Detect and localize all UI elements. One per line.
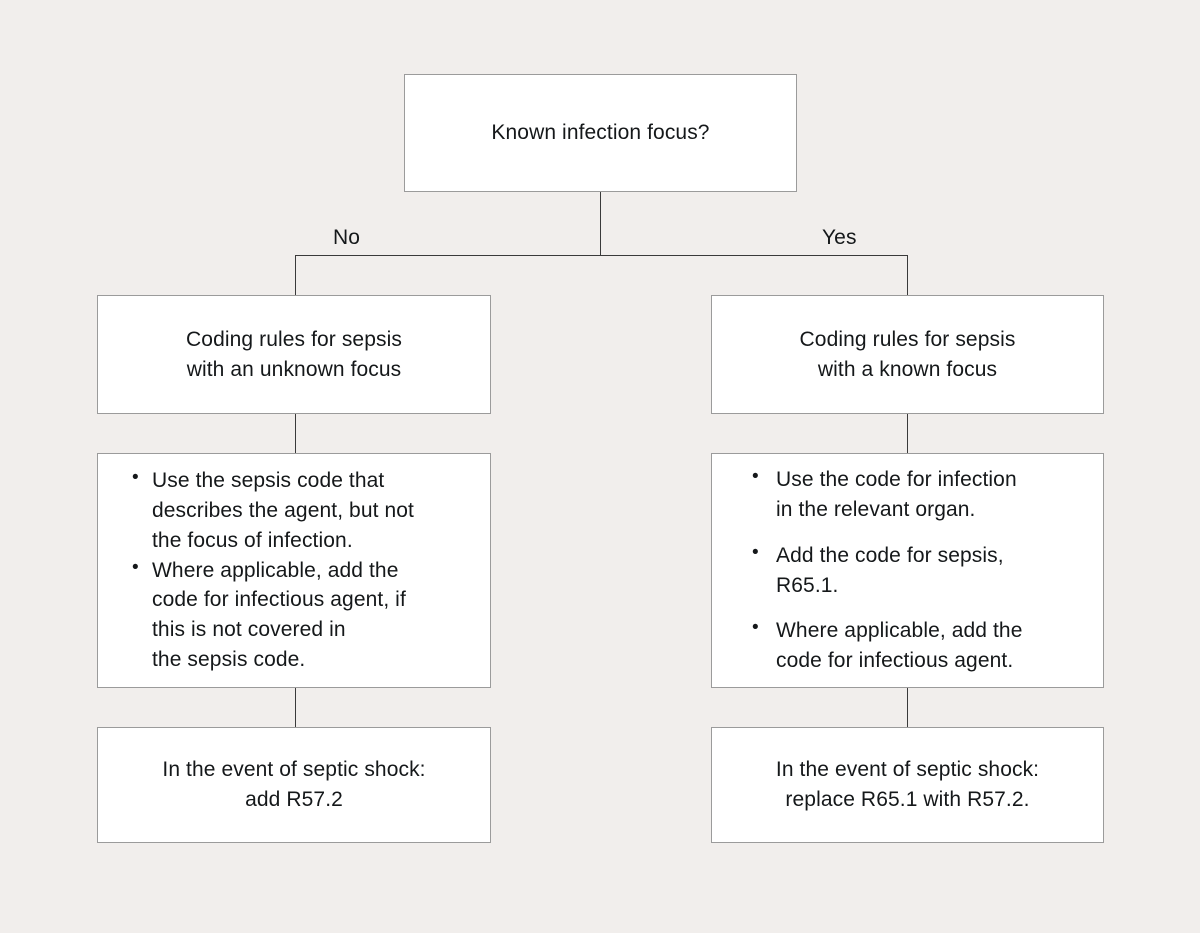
connector-left-drop — [295, 255, 296, 296]
left-rule-2-line-2: code for infectious agent, if — [152, 588, 406, 612]
right-header-line-1: Coding rules for sepsis — [799, 327, 1016, 351]
left-rule-1-line-3: the focus of infection. — [152, 528, 353, 552]
connector-left-header-to-rules — [295, 414, 296, 453]
right-header-node[interactable]: Coding rules for sepsis with a known foc… — [711, 295, 1104, 414]
list-item: Where applicable, add the code for infec… — [130, 555, 480, 675]
edge-label-no: No — [333, 226, 361, 249]
list-item: Add the code for sepsis, R65.1. — [750, 540, 1093, 601]
left-header-node[interactable]: Coding rules for sepsis with an unknown … — [97, 295, 491, 414]
right-rule-3-line-1: Where applicable, add the — [776, 619, 1023, 643]
right-rule-2-line-1: Add the code for sepsis, — [776, 543, 1004, 567]
list-item: Use the sepsis code that describes the a… — [130, 465, 480, 555]
left-rule-2-line-4: the sepsis code. — [152, 648, 306, 672]
right-outcome-line-2: replace R65.1 with R57.2. — [785, 788, 1030, 811]
decision-node-label: Known infection focus? — [491, 121, 710, 145]
edge-label-yes: Yes — [822, 226, 857, 249]
list-item: Use the code for infection in the releva… — [750, 464, 1093, 525]
left-outcome-node[interactable]: In the event of septic shock: add R57.2 — [97, 727, 491, 843]
right-outcome-line-1: In the event of septic shock: — [775, 758, 1040, 782]
left-rules-node[interactable]: Use the sepsis code that describes the a… — [97, 453, 491, 688]
left-rules-list: Use the sepsis code that describes the a… — [98, 465, 490, 675]
left-outcome-line-1: In the event of septic shock: — [162, 758, 426, 782]
right-header-line-2: with a known focus — [817, 357, 998, 381]
connector-right-rules-to-outcome — [907, 688, 908, 727]
connector-split-bar — [295, 255, 908, 256]
list-item: Where applicable, add the code for infec… — [750, 615, 1093, 676]
left-outcome-line-2: add R57.2 — [245, 788, 343, 811]
left-header-line-2: with an unknown focus — [186, 357, 402, 381]
left-header-line-1: Coding rules for sepsis — [186, 327, 402, 351]
left-rule-2-line-3: this is not covered in — [152, 618, 346, 642]
right-rule-1-line-1: Use the code for infection — [776, 468, 1017, 492]
connector-right-drop — [907, 255, 908, 296]
connector-right-header-to-rules — [907, 414, 908, 453]
decision-node-known-infection-focus[interactable]: Known infection focus? — [404, 74, 797, 192]
right-rule-3-line-2: code for infectious agent. — [776, 649, 1014, 673]
right-rule-2-line-2: R65.1. — [776, 573, 839, 597]
right-rules-node[interactable]: Use the code for infection in the releva… — [711, 453, 1104, 688]
left-rule-1-line-1: Use the sepsis code that — [152, 469, 385, 493]
connector-root-stem — [600, 192, 601, 256]
right-rules-list: Use the code for infection in the releva… — [712, 464, 1103, 676]
right-outcome-node[interactable]: In the event of septic shock: replace R6… — [711, 727, 1104, 843]
left-rule-1-line-2: describes the agent, but not — [152, 498, 414, 522]
left-rule-2-line-1: Where applicable, add the — [152, 558, 399, 582]
right-rule-1-line-2: in the relevant organ. — [776, 497, 976, 521]
connector-left-rules-to-outcome — [295, 688, 296, 727]
